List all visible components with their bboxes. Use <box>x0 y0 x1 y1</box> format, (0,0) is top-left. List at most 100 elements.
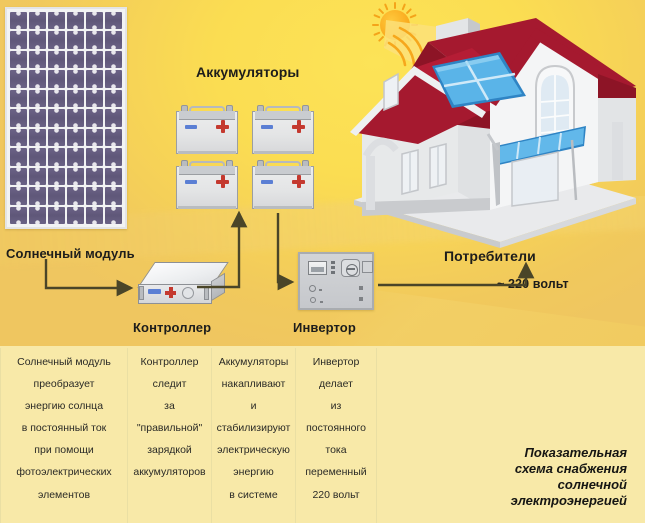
caption-line: солнечной <box>557 477 627 492</box>
solar-cell <box>105 187 122 205</box>
table-line: при помощи <box>34 444 94 457</box>
controller-device-icon <box>137 262 230 310</box>
solar-cell <box>86 109 103 127</box>
table-line: стабилизируют <box>216 422 291 435</box>
table-line: аккумуляторов <box>133 466 206 479</box>
solar-cell <box>10 148 27 166</box>
solar-cell <box>29 50 46 69</box>
table-line: преобразует <box>33 378 95 391</box>
solar-cell <box>105 89 122 108</box>
battery-icon <box>176 104 238 154</box>
solar-cell <box>105 206 122 224</box>
solar-cell <box>86 50 103 69</box>
table-line: и <box>250 400 257 413</box>
solar-cell <box>105 31 122 49</box>
table-line: постоянного <box>306 422 366 435</box>
consumers-label: Потребители <box>444 248 536 264</box>
solar-cell <box>105 148 122 166</box>
inverter-label: Инвертор <box>293 320 356 335</box>
solar-cell <box>86 187 103 205</box>
solar-cell <box>48 50 65 69</box>
caption-line: схема снабжения <box>514 461 627 476</box>
solar-cell <box>86 128 103 147</box>
solar-cell <box>86 148 103 166</box>
table-line: в системе <box>229 488 278 501</box>
solar-cell <box>29 128 46 147</box>
table-line: из <box>330 400 342 413</box>
batteries-label: Аккумуляторы <box>196 64 300 80</box>
solar-cell <box>86 89 103 108</box>
solar-cell <box>29 167 46 186</box>
solar-cell <box>10 109 27 127</box>
battery-icon <box>252 104 314 154</box>
solar-cell <box>67 187 84 205</box>
inverter-device-icon <box>298 252 374 310</box>
table-line: за <box>164 400 175 413</box>
battery-icon <box>176 159 238 209</box>
solar-cell <box>10 187 27 205</box>
table-line: Инвертор <box>312 356 360 368</box>
solar-cell <box>10 50 27 69</box>
solar-module-label: Солнечный модуль <box>6 246 135 261</box>
table-line: электрическую <box>217 444 290 457</box>
solar-cell <box>10 12 27 30</box>
solar-cell <box>48 12 65 30</box>
solar-cell <box>67 31 84 49</box>
solar-cell <box>67 167 84 186</box>
solar-cell <box>67 89 84 108</box>
solar-cell <box>48 206 65 224</box>
solar-cell <box>67 109 84 127</box>
voltage-label: ~ 220 вольт <box>497 277 569 291</box>
solar-cell <box>67 128 84 147</box>
controller-label: Контроллер <box>133 320 212 335</box>
solar-cell <box>86 31 103 49</box>
table-line: переменный <box>305 466 367 479</box>
solar-cell <box>29 187 46 205</box>
solar-cell <box>105 167 122 186</box>
solar-panel-icon <box>5 7 127 229</box>
solar-cell <box>10 70 27 88</box>
solar-cell <box>29 148 46 166</box>
solar-cell <box>48 89 65 108</box>
solar-cell <box>67 12 84 30</box>
solar-cell <box>67 206 84 224</box>
table-line: фотоэлектрических <box>16 466 112 479</box>
solar-cell <box>48 187 65 205</box>
table-line: энергию <box>233 466 274 479</box>
solar-cell <box>67 50 84 69</box>
solar-cell <box>105 50 122 69</box>
table-line: зарядкой <box>147 444 192 457</box>
caption-line: Показательная <box>524 445 627 460</box>
solar-cell <box>29 89 46 108</box>
solar-cell <box>67 70 84 88</box>
solar-cell <box>86 70 103 88</box>
solar-cell <box>105 128 122 147</box>
table-line: "правильной" <box>136 422 203 435</box>
solar-cell <box>48 148 65 166</box>
solar-cell <box>48 109 65 127</box>
solar-cell <box>10 206 27 224</box>
table-line: Солнечный модуль <box>17 356 111 368</box>
caption-line: электроэнергией <box>510 493 627 508</box>
solar-cell <box>86 167 103 186</box>
solar-cell <box>48 31 65 49</box>
solar-cell <box>10 128 27 147</box>
house-icon <box>340 4 645 252</box>
battery-icon <box>252 159 314 209</box>
solar-cell <box>48 70 65 88</box>
solar-cell <box>86 206 103 224</box>
table-line: делает <box>319 378 353 391</box>
solar-cell <box>10 31 27 49</box>
table-line: 220 вольт <box>312 488 360 501</box>
table-line: следит <box>152 378 187 391</box>
solar-cell <box>105 12 122 30</box>
solar-cell <box>29 206 46 224</box>
solar-cell <box>29 12 46 30</box>
